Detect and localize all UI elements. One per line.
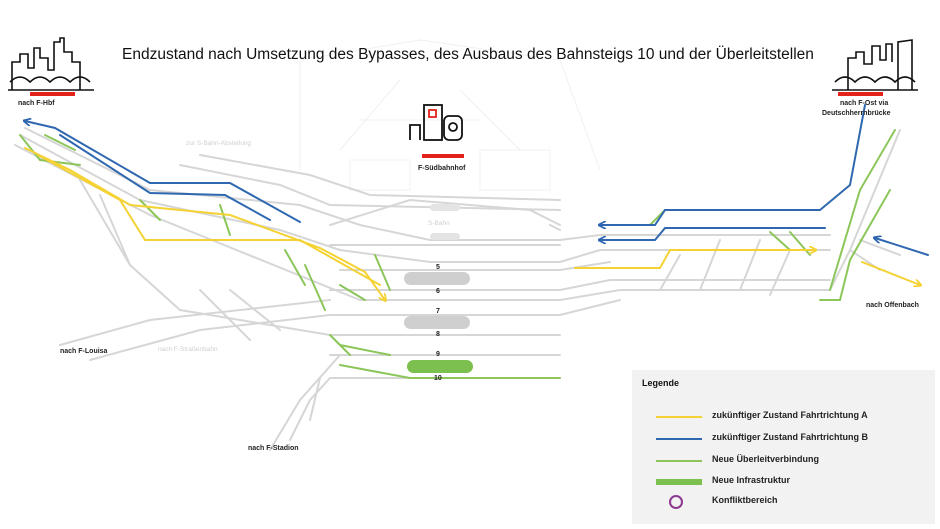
track-number-7: 7 xyxy=(436,308,440,315)
track-number-8: 8 xyxy=(436,331,440,338)
legend-label: Neue Überleitverbindung xyxy=(712,454,820,464)
conflict-circle-icon xyxy=(669,495,683,509)
legend-item-infrastructure: Neue Infrastruktur xyxy=(632,475,932,489)
legend: Legende zukünftiger Zustand Fahrtrichtun… xyxy=(632,370,935,524)
legend-item-switch: Neue Überleitverbindung xyxy=(632,454,932,468)
label-hbf: nach F-Hbf xyxy=(18,100,55,107)
legend-label: zukünftiger Zustand Fahrtrichtung A xyxy=(712,410,868,420)
platform-10-new xyxy=(407,360,473,373)
legend-swatch-yellow xyxy=(656,416,702,418)
track-number-6: 6 xyxy=(436,288,440,295)
label-ost-line2: Deutschherrnbrücke xyxy=(822,110,891,117)
label-offenbach: nach Offenbach xyxy=(866,302,919,309)
label-louisa: nach F-Louisa xyxy=(60,348,108,355)
legend-item-direction-b: zukünftiger Zustand Fahrtrichtung B xyxy=(632,432,932,446)
label-stadion: nach F-Stadion xyxy=(248,445,299,452)
label-sbahn: S-Bahn xyxy=(428,220,450,227)
station-markers xyxy=(30,92,883,158)
legend-swatch-green xyxy=(656,460,702,462)
track-number-9: 9 xyxy=(436,351,440,358)
background-map xyxy=(299,39,601,191)
track-number-10: 10 xyxy=(434,375,442,382)
legend-item-conflict: Konfliktbereich xyxy=(632,495,932,509)
base-tracks xyxy=(14,127,901,451)
label-sbahn-abstellung: zur S-Bahn-Abstellung xyxy=(186,140,252,147)
legend-swatch-blue xyxy=(656,438,702,440)
skyline-ost-icon xyxy=(832,39,918,91)
label-strassenbahn: nach F-Straßenbahn xyxy=(158,346,218,353)
legend-label: Konfliktbereich xyxy=(712,495,778,505)
legend-swatch-green-bar xyxy=(656,479,702,485)
skyline-hbf-icon xyxy=(8,37,94,91)
platforms xyxy=(404,204,470,329)
legend-item-direction-a: zukünftiger Zustand Fahrtrichtung A xyxy=(632,410,932,424)
direction-b-routes xyxy=(25,104,929,256)
track-number-5: 5 xyxy=(436,264,440,271)
legend-label: Neue Infrastruktur xyxy=(712,475,791,485)
train-station-icon xyxy=(409,104,463,141)
switch-connections xyxy=(19,129,896,379)
legend-label: zukünftiger Zustand Fahrtrichtung B xyxy=(712,432,868,442)
label-suedbahnhof: F-Südbahnhof xyxy=(418,165,466,172)
page-title: Endzustand nach Umsetzung des Bypasses, … xyxy=(122,46,814,63)
label-ost-line1: nach F-Ost via xyxy=(840,100,889,107)
direction-a-routes xyxy=(24,147,920,300)
legend-title: Legende xyxy=(642,378,680,388)
